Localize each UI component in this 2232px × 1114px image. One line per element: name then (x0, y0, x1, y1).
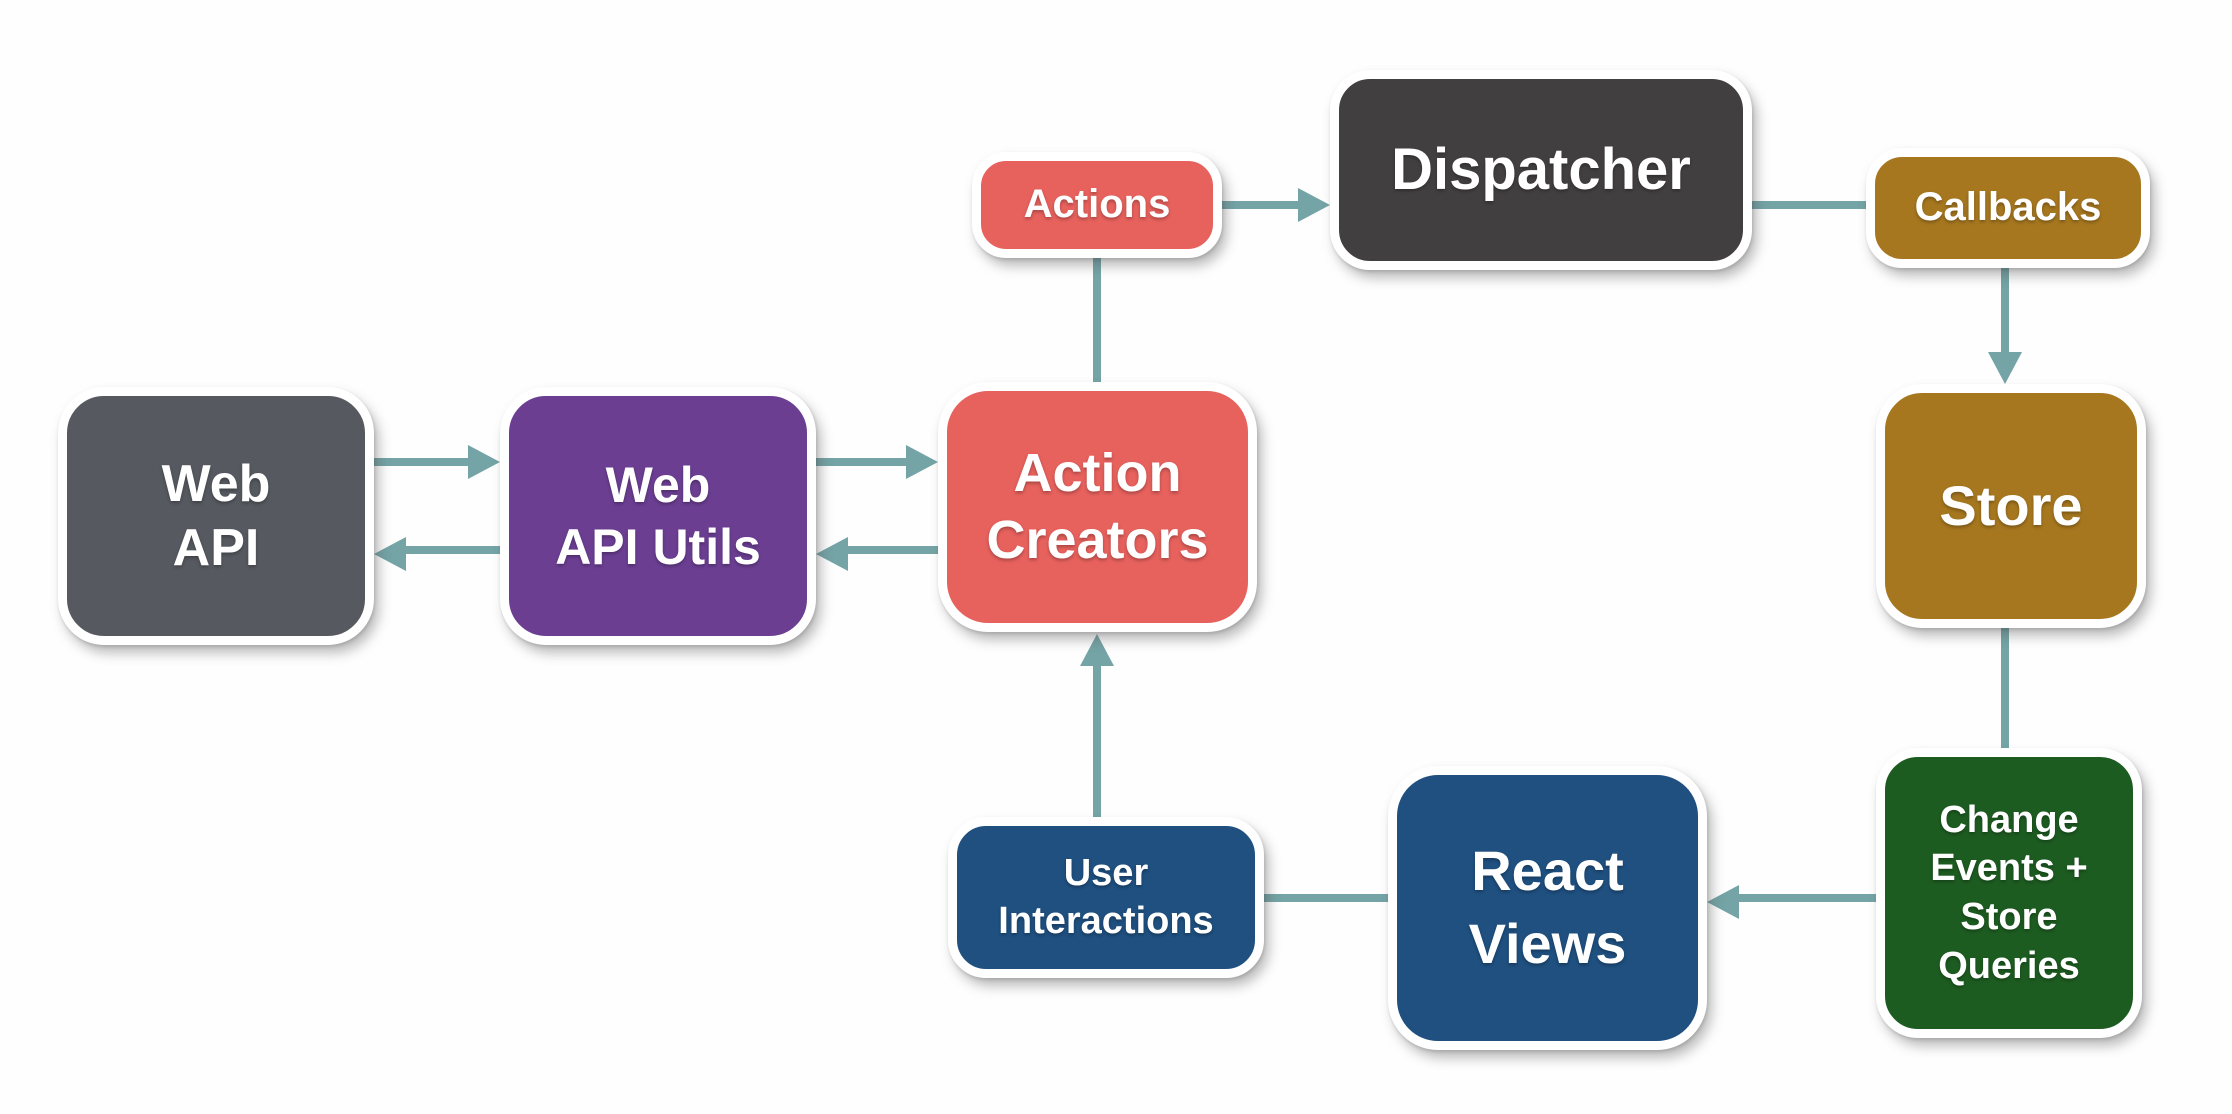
node-callbacks-label: Callbacks (1914, 185, 2102, 230)
edge-action-creators-to-web-api-utils-arrowhead (816, 537, 848, 571)
edge-user-interactions-to-action-creators-line (1093, 664, 1101, 820)
node-actions-label: Actions (1023, 182, 1171, 227)
edge-web-api-utils-to-action-creators-line (810, 458, 910, 466)
edge-action-creators-to-web-api-utils-line (846, 546, 942, 554)
node-user-interactions-label: User Interactions (998, 852, 1214, 942)
node-user-interactions: User Interactions (948, 817, 1264, 978)
node-react-views-label: React Views (1468, 839, 1627, 975)
node-store: Store (1876, 384, 2146, 628)
edge-web-api-to-web-api-utils-arrowhead (468, 445, 500, 479)
edge-web-api-utils-to-web-api-line (404, 546, 506, 554)
node-store-label: Store (1939, 474, 2083, 538)
edge-web-api-utils-to-action-creators-arrowhead (906, 445, 938, 479)
edge-web-api-to-web-api-utils-line (374, 458, 472, 466)
edge-change-events-to-react-views-arrowhead (1707, 885, 1739, 919)
edge-web-api-utils-to-web-api-arrowhead (374, 537, 406, 571)
node-web-api-utils-label: Web API Utils (555, 457, 761, 575)
edge-callbacks-to-store-arrowhead (1988, 352, 2022, 384)
node-dispatcher: Dispatcher (1330, 70, 1752, 270)
edge-change-events-to-react-views-line (1737, 894, 1878, 902)
node-action-creators-label: Action Creators (986, 443, 1209, 570)
node-action-creators: Action Creators (938, 382, 1257, 632)
edge-dispatcher-to-callbacks-line (1748, 201, 1870, 209)
edge-actions-to-dispatcher-line (1222, 201, 1300, 209)
edge-actions-to-dispatcher-arrowhead (1298, 188, 1330, 222)
node-web-api-label: Web API (161, 454, 271, 577)
node-react-views: React Views (1388, 766, 1707, 1050)
edge-store-to-change-events-line (2001, 624, 2009, 752)
edge-react-views-to-user-interactions-line (1260, 894, 1392, 902)
edge-user-interactions-to-action-creators-arrowhead (1080, 634, 1114, 666)
node-change-events-store-queries: Change Events + Store Queries (1876, 748, 2142, 1038)
node-actions: Actions (972, 152, 1222, 258)
node-web-api: Web API (58, 387, 374, 645)
node-web-api-utils: Web API Utils (500, 387, 816, 645)
node-dispatcher-label: Dispatcher (1391, 137, 1691, 203)
edge-action-creators-to-actions-line (1093, 250, 1101, 390)
node-change-events-store-queries-label: Change Events + Store Queries (1930, 798, 2088, 987)
node-callbacks: Callbacks (1866, 148, 2150, 268)
edge-callbacks-to-store-line (2001, 264, 2009, 354)
